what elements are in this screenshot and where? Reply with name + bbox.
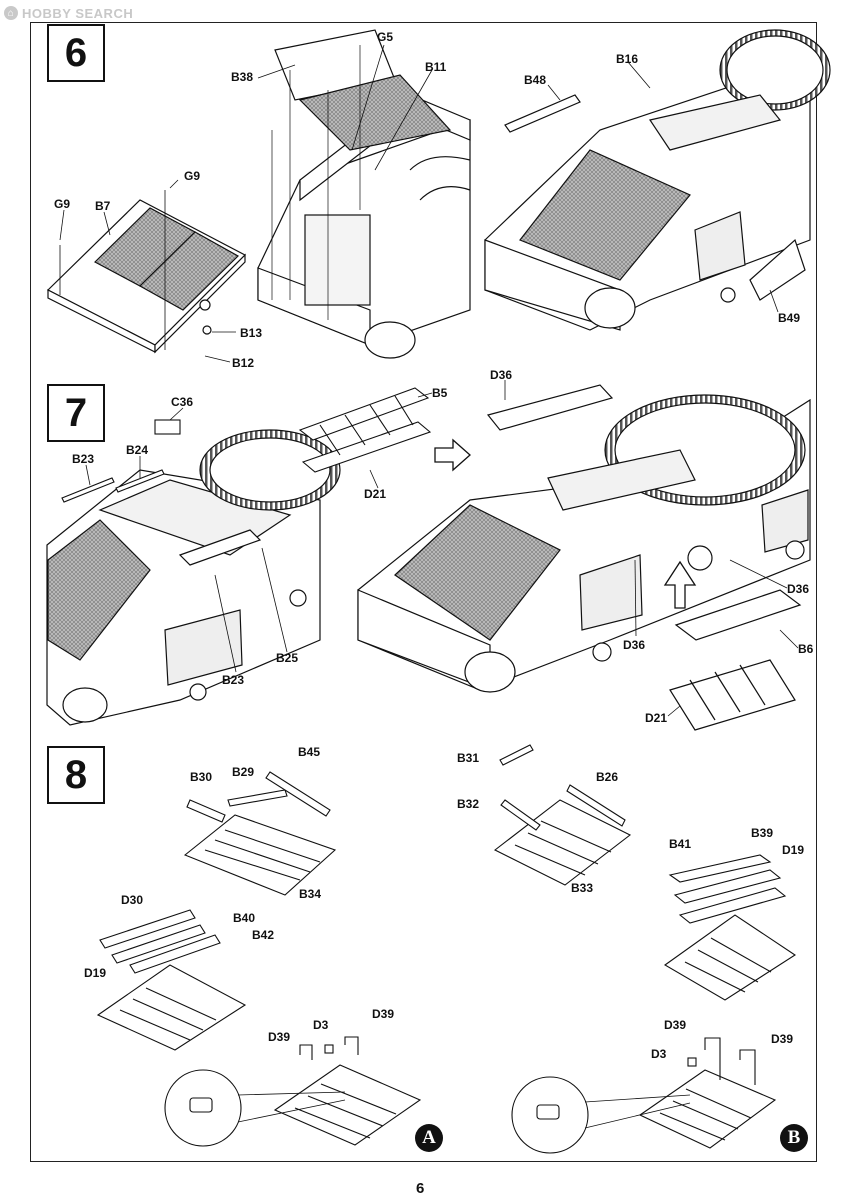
hobby-search-logo-icon: ⌂ [4, 6, 18, 20]
watermark-text: HOBBY SEARCH [22, 5, 134, 21]
step-6-box: 6 [47, 24, 105, 82]
part-label: B33 [571, 881, 594, 895]
step7-rack-parts [61, 387, 432, 503]
part-label: B6 [798, 642, 814, 656]
step8-subassembly-b [511, 1037, 777, 1154]
part-label: C36 [171, 395, 194, 409]
step7-arrow-right [434, 438, 471, 472]
part-label: D36 [787, 582, 810, 596]
part-label: D39 [771, 1032, 794, 1046]
part-label: B38 [231, 70, 254, 84]
part-label: D36 [490, 368, 513, 382]
step8-rack-b34 [183, 771, 337, 896]
sub-assembly-marker-a: A [415, 1124, 443, 1152]
part-label: B48 [524, 73, 547, 87]
step-8-box: 8 [47, 746, 105, 804]
part-label: B31 [457, 751, 480, 765]
part-label: D19 [782, 843, 805, 857]
part-label: B23 [222, 673, 245, 687]
step7-arrow-up [663, 560, 697, 609]
part-label: B30 [190, 770, 213, 784]
watermark: ⌂ HOBBY SEARCH [4, 4, 133, 22]
part-label: D21 [645, 711, 668, 725]
step6-leader-lines [59, 44, 779, 363]
part-label: B25 [276, 651, 299, 665]
step8-rack-b41 [663, 854, 797, 1001]
part-label: G5 [377, 30, 394, 44]
part-label: D39 [664, 1018, 687, 1032]
part-label: B26 [596, 770, 619, 784]
part-label: G9 [184, 169, 201, 183]
part-label: D3 [651, 1047, 667, 1061]
sub-assembly-marker-b: B [780, 1124, 808, 1152]
part-label: B29 [232, 765, 255, 779]
step7-hull-left [46, 429, 341, 726]
part-label: D3 [313, 1018, 329, 1032]
step7-hull-right [357, 384, 811, 731]
part-label: B16 [616, 52, 639, 66]
step8-rack-d30 [96, 909, 247, 1051]
part-label: B49 [778, 311, 801, 325]
part-label: B42 [252, 928, 275, 942]
part-label: D30 [121, 893, 144, 907]
part-label: D21 [364, 487, 387, 501]
part-label: D39 [268, 1030, 291, 1044]
part-label: B40 [233, 911, 256, 925]
part-label: B11 [425, 60, 447, 74]
step6-hull-assembled [484, 29, 831, 331]
step7-leader-lines [85, 380, 799, 717]
part-label: B23 [72, 452, 95, 466]
part-label: D39 [372, 1007, 395, 1021]
part-label: D36 [623, 638, 646, 652]
step-7-box: 7 [47, 384, 105, 442]
part-label: D19 [84, 966, 107, 980]
part-label: B13 [240, 326, 263, 340]
page-number: 6 [416, 1180, 425, 1197]
step8-rack-b33 [493, 744, 632, 886]
step6-engine-deck-plate [46, 190, 247, 354]
part-label: B5 [432, 386, 448, 400]
part-label: B39 [751, 826, 774, 840]
part-label: B32 [457, 797, 480, 811]
part-label: B7 [95, 199, 111, 213]
part-label: G9 [54, 197, 71, 211]
part-label: B24 [126, 443, 149, 457]
part-label: B41 [669, 837, 692, 851]
step6-hull-rear-open [257, 29, 471, 359]
part-label: B12 [232, 356, 255, 370]
part-label: B34 [299, 887, 322, 901]
step8-subassembly-a [164, 1036, 422, 1147]
page-frame [30, 22, 817, 1162]
part-label: B45 [298, 745, 321, 759]
